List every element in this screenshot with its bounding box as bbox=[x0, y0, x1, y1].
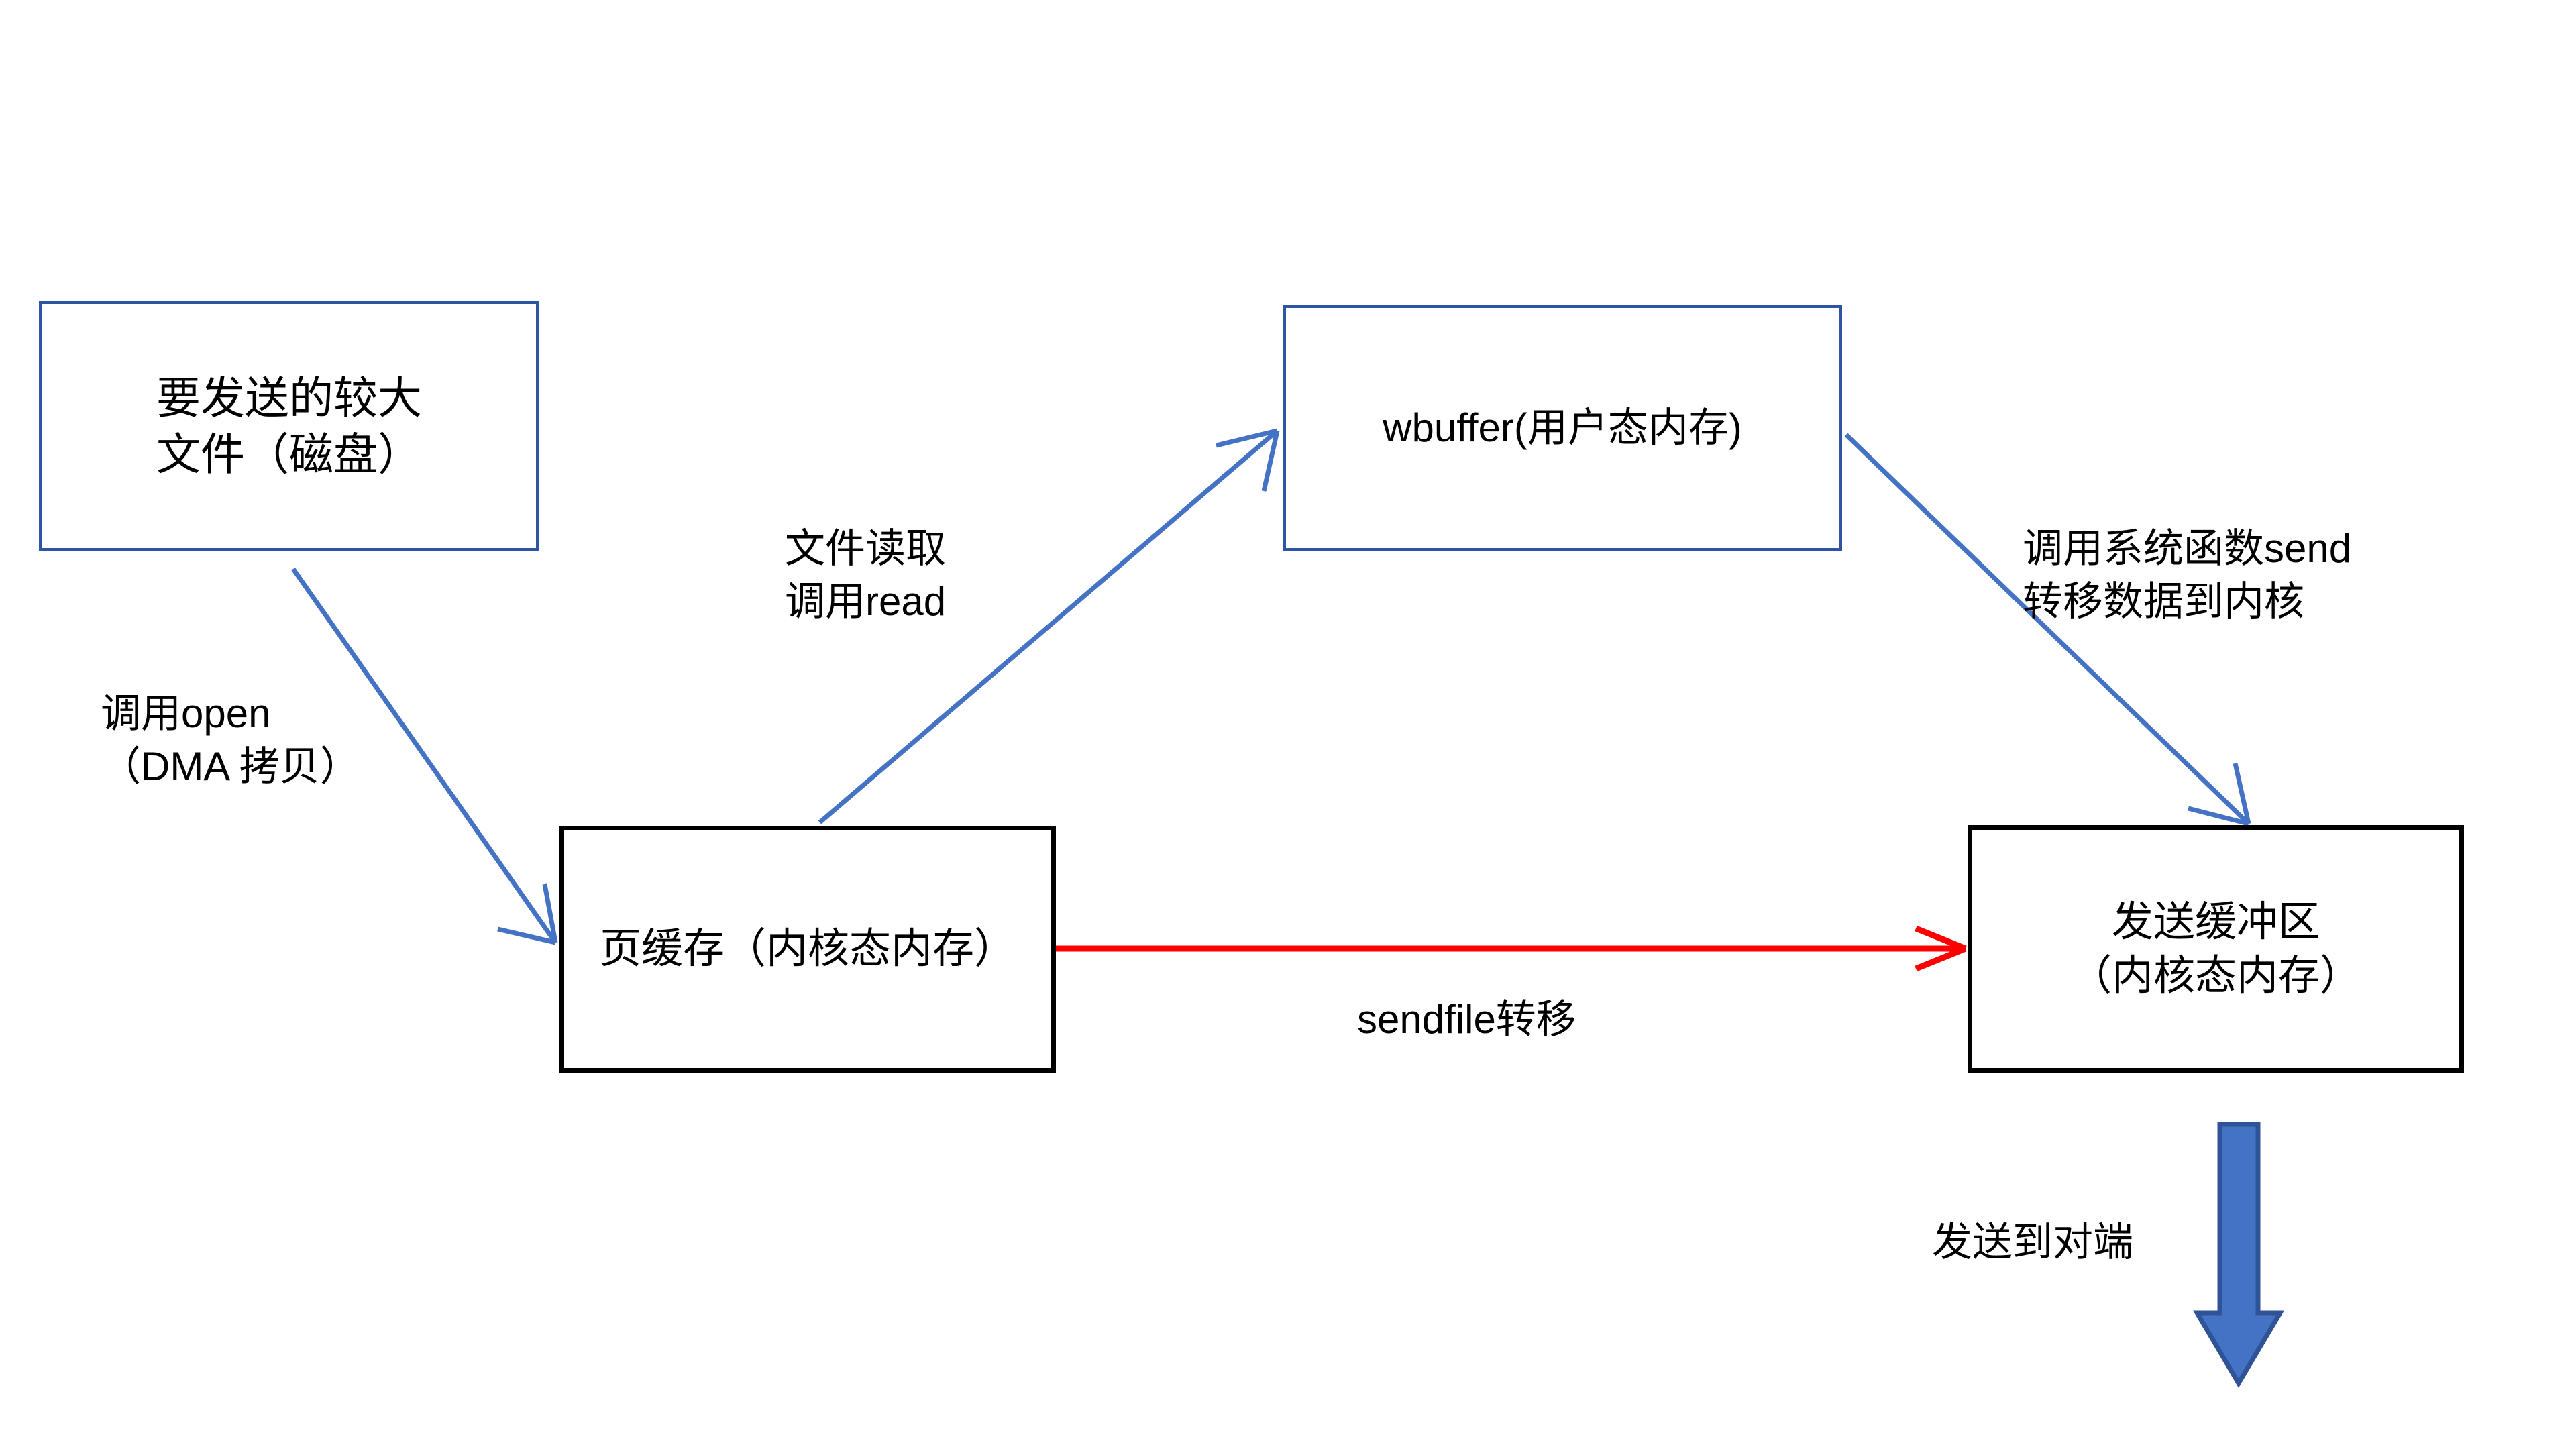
node-page-cache-label: 页缓存（内核态内存） bbox=[599, 926, 1016, 973]
node-send-buffer[interactable]: 发送缓冲区 （内核态内存） bbox=[1968, 825, 2464, 1073]
edge-label-to-peer: 发送到对端 bbox=[1932, 1220, 2133, 1265]
edge-label-open: 调用open （DMA 拷贝） bbox=[101, 691, 360, 790]
node-source-file-label: 要发送的较大 文件（磁盘） bbox=[156, 372, 422, 479]
edge-label-send: 调用系统函数send 转移数据到内核 bbox=[2023, 526, 2352, 625]
edge-sendfile-arrow bbox=[1056, 925, 1967, 972]
edge-label-read: 文件读取 调用read bbox=[785, 526, 947, 625]
edge-send-arrow bbox=[1844, 433, 2251, 826]
node-wbuffer[interactable]: wbuffer(用户态内存) bbox=[1283, 305, 1842, 551]
node-send-buffer-label: 发送缓冲区 （内核态内存） bbox=[2070, 899, 2361, 999]
node-wbuffer-label: wbuffer(用户态内存) bbox=[1383, 405, 1742, 450]
edge-label-sendfile: sendfile转移 bbox=[1357, 997, 1576, 1042]
node-source-file[interactable]: 要发送的较大 文件（磁盘） bbox=[39, 301, 539, 551]
node-page-cache[interactable]: 页缓存（内核态内存） bbox=[559, 826, 1056, 1073]
